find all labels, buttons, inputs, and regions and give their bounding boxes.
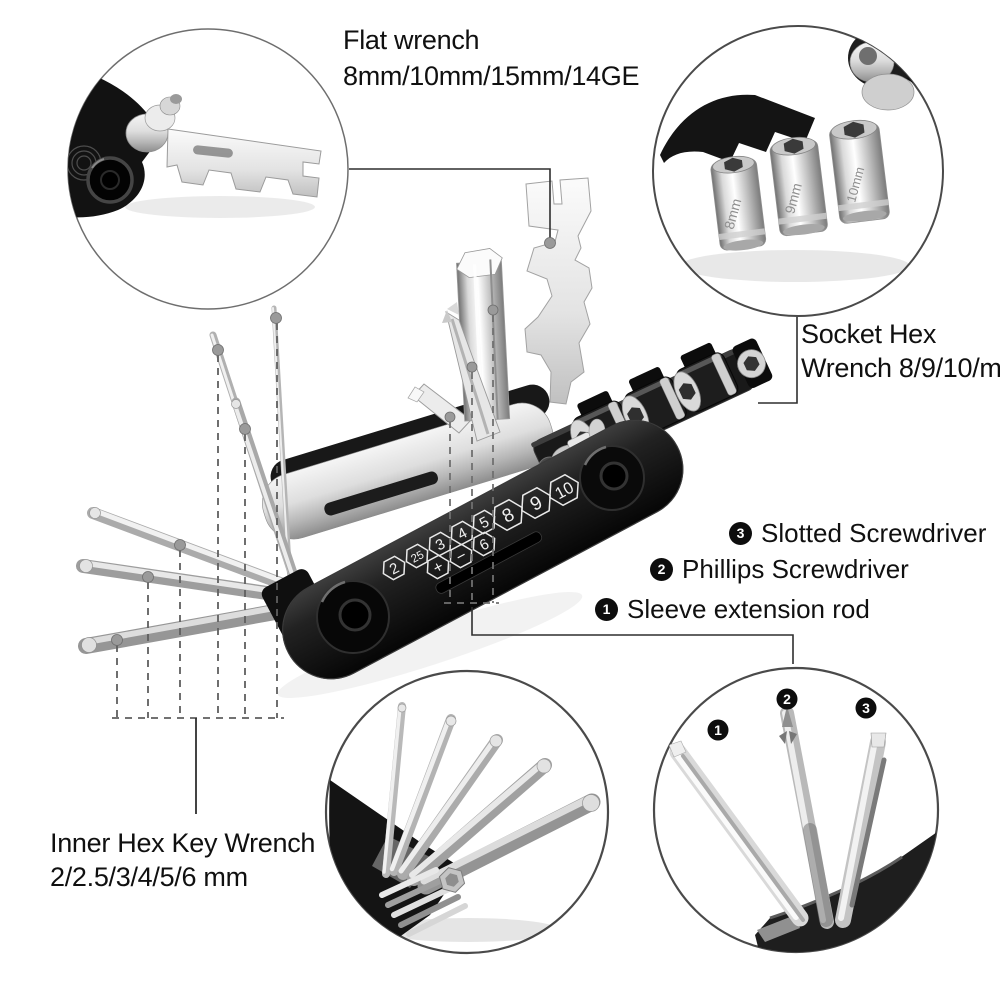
flat-wrench-tool [524, 177, 593, 405]
handle-bolt-right [579, 445, 645, 511]
socket-10mm: 10mm [829, 119, 890, 224]
callout-2-badge: 2 [650, 557, 673, 581]
bit-phillips [779, 706, 834, 929]
label-inner-hex: Inner Hex Key Wrench 2/2.5/3/4/5/6 mm [50, 826, 315, 894]
inset-screwdrivers: 1 2 3 [652, 666, 940, 954]
multitool-main: 2 25 3 + 4 − 5 6 8 9 10 [76, 177, 773, 698]
annotations [111, 168, 798, 814]
bit-number-badges: 1 2 3 [707, 688, 877, 741]
callout-3-text: Slotted Screwdriver [761, 517, 987, 548]
svg-text:2: 2 [783, 691, 791, 707]
keys-stack-closeup [379, 867, 468, 937]
svg-text:8mm: 8mm [721, 197, 745, 231]
sockets-closeup: 8mm 9mm 10mm [710, 119, 890, 251]
label-socket-hex: Socket Hex Wrench 8/9/10/mm [801, 317, 1000, 385]
hex-keys [76, 305, 311, 654]
hexkey-dots [111, 312, 282, 646]
label-flat-wrench: Flat wrench 8mm/10mm/15mm/14GE [343, 22, 639, 94]
socket-on-arm-3 [673, 342, 739, 412]
inset-flat-wrench [67, 28, 349, 310]
flat-wrench-dot [544, 237, 556, 249]
jaw-closeup-2 [660, 94, 815, 163]
hexkey-dashes [112, 323, 284, 719]
flat-wrench-closeup [166, 128, 322, 198]
callout-3-badge: 3 [729, 521, 752, 545]
inset-sockets: 8mm 9mm 10mm [652, 25, 944, 317]
callout-leader-line [471, 607, 794, 664]
callout-2-text: Phillips Screwdriver [682, 553, 909, 584]
handle: 2 25 3 + 4 − 5 6 8 9 10 [282, 419, 684, 680]
socket-leader-line [758, 316, 798, 404]
label-flat-wrench-line1: Flat wrench [343, 25, 480, 55]
label-inner-hex-line2: 2/2.5/3/4/5/6 mm [50, 862, 248, 892]
callout-phillips: 2 Phillips Screwdriver [650, 552, 909, 586]
keys-fan-closeup [382, 702, 601, 895]
screwdriver-dashes [444, 315, 499, 604]
callout-slotted: 3 Slotted Screwdriver [729, 516, 986, 550]
svg-text:1: 1 [714, 722, 722, 738]
label-socket-hex-line1: Socket Hex [801, 319, 937, 349]
label-inner-hex-line1: Inner Hex Key Wrench [50, 828, 316, 858]
label-socket-hex-line2: Wrench 8/9/10/mm [801, 353, 1000, 383]
hex-key-4mm [87, 507, 305, 596]
handle-bolt-left [316, 580, 390, 654]
svg-text:3: 3 [862, 700, 870, 716]
handle-slot [435, 531, 543, 594]
socket-8mm: 8mm [710, 155, 767, 251]
phillips-tool [442, 302, 501, 442]
inset-hex-keys [324, 669, 610, 955]
label-flat-wrench-line2: 8mm/10mm/15mm/14GE [343, 61, 640, 91]
callout-sleeve: 1 Sleeve extension rod [595, 592, 870, 626]
bit-slotted [835, 732, 887, 928]
callout-1-badge: 1 [595, 597, 618, 621]
callout-1-text: Sleeve extension rod [627, 593, 870, 624]
svg-text:9mm: 9mm [781, 181, 805, 215]
bit-sleeve-rod [668, 740, 809, 927]
flat-wrench-leader-line [349, 168, 551, 238]
svg-text:25: 25 [409, 549, 426, 566]
socket-9mm: 9mm [769, 136, 828, 237]
